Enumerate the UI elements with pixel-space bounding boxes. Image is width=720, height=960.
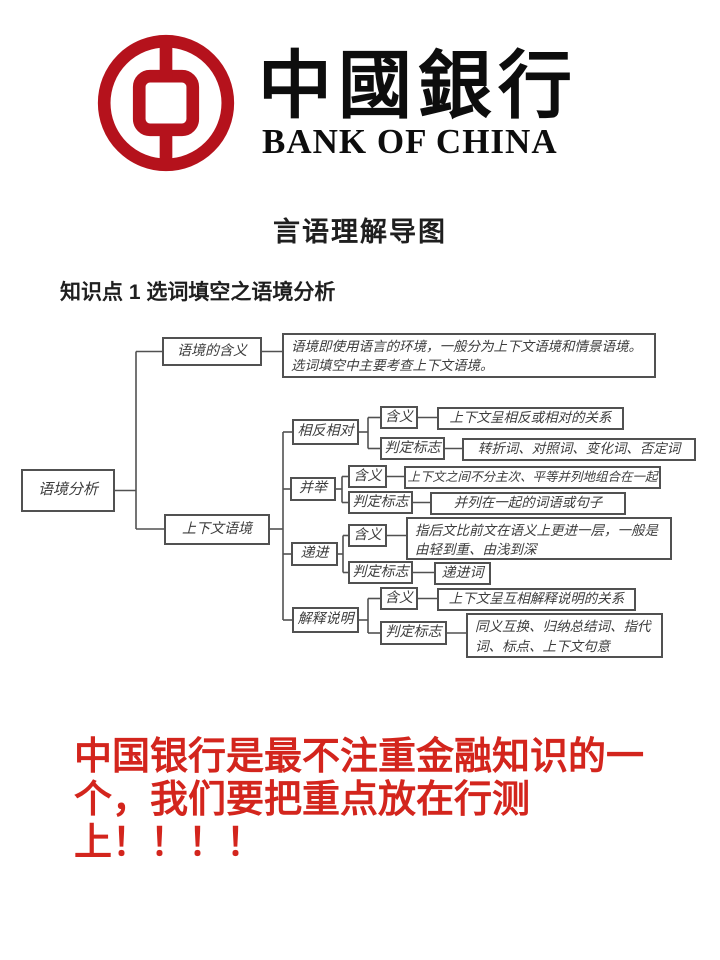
node-root: 语境分析 xyxy=(21,469,115,512)
node-branch-0-mark-label: 判定标志 xyxy=(380,437,445,460)
page-title: 言语理解导图 xyxy=(273,217,447,247)
node-context-label: 上下文语境 xyxy=(164,514,270,545)
node-branch-1-mark-label: 判定标志 xyxy=(348,491,413,514)
red-annotation: 中国银行是最不注重金融知识的一 个，我们要把重点放在行测 上！！！！ xyxy=(74,736,644,865)
node-branch-2-meaning-label: 含义 xyxy=(348,524,387,547)
bank-name-chinese: 中國銀行 xyxy=(258,46,578,128)
emblem-bar-bottom xyxy=(159,128,173,162)
bank-name-english: BANK OF CHINA xyxy=(262,122,558,161)
node-branch-2-mark-desc: 递进词 xyxy=(434,562,491,585)
node-branch-2-mark-label: 判定标志 xyxy=(348,561,413,584)
node-branch-3-mark-desc: 同义互换、归纳总结词、指代词、标点、上下文句意 xyxy=(466,613,663,658)
node-branch-3-meaning-desc: 上下文呈互相解释说明的关系 xyxy=(437,588,636,611)
node-branch-0-meaning-desc: 上下文呈相反或相对的关系 xyxy=(437,407,624,430)
node-branch-0-meaning-label: 含义 xyxy=(380,406,418,429)
node-branch-1-label: 并举 xyxy=(290,477,336,501)
node-branch-0-label: 相反相对 xyxy=(292,419,359,445)
red-annotation-line: 个，我们要把重点放在行测 xyxy=(74,779,531,821)
node-branch-0-mark-desc: 转折词、对照词、变化词、否定词 xyxy=(462,438,696,461)
node-branch-3-label: 解释说明 xyxy=(292,607,359,633)
node-meaning-label: 语境的含义 xyxy=(162,337,262,366)
node-branch-1-mark-desc: 并列在一起的词语或句子 xyxy=(430,492,626,515)
emblem-ring xyxy=(97,34,235,172)
node-branch-2-meaning-desc: 指后文比前文在语义上更进一层，一般是由轻到重、由浅到深 xyxy=(406,517,672,560)
node-branch-1-meaning-desc: 上下文之间不分主次、平等并列地组合在一起 xyxy=(404,466,661,489)
node-branch-1-meaning-label: 含义 xyxy=(348,465,387,488)
node-branch-3-mark-label: 判定标志 xyxy=(380,621,447,645)
node-meaning-desc: 语境即使用语言的环境，一般分为上下文语境和情景语境。选词填空中主要考查上下文语境… xyxy=(282,333,656,378)
bank-of-china-emblem-icon xyxy=(97,34,235,172)
node-branch-3-meaning-label: 含义 xyxy=(380,587,418,610)
red-annotation-line: 中国银行是最不注重金融知识的一 xyxy=(74,736,645,778)
emblem-bar-top xyxy=(159,44,173,78)
section-heading: 知识点 1 选词填空之语境分析 xyxy=(60,281,336,304)
red-annotation-line: 上！！！！ xyxy=(74,822,265,864)
node-branch-2-label: 递进 xyxy=(291,542,338,566)
